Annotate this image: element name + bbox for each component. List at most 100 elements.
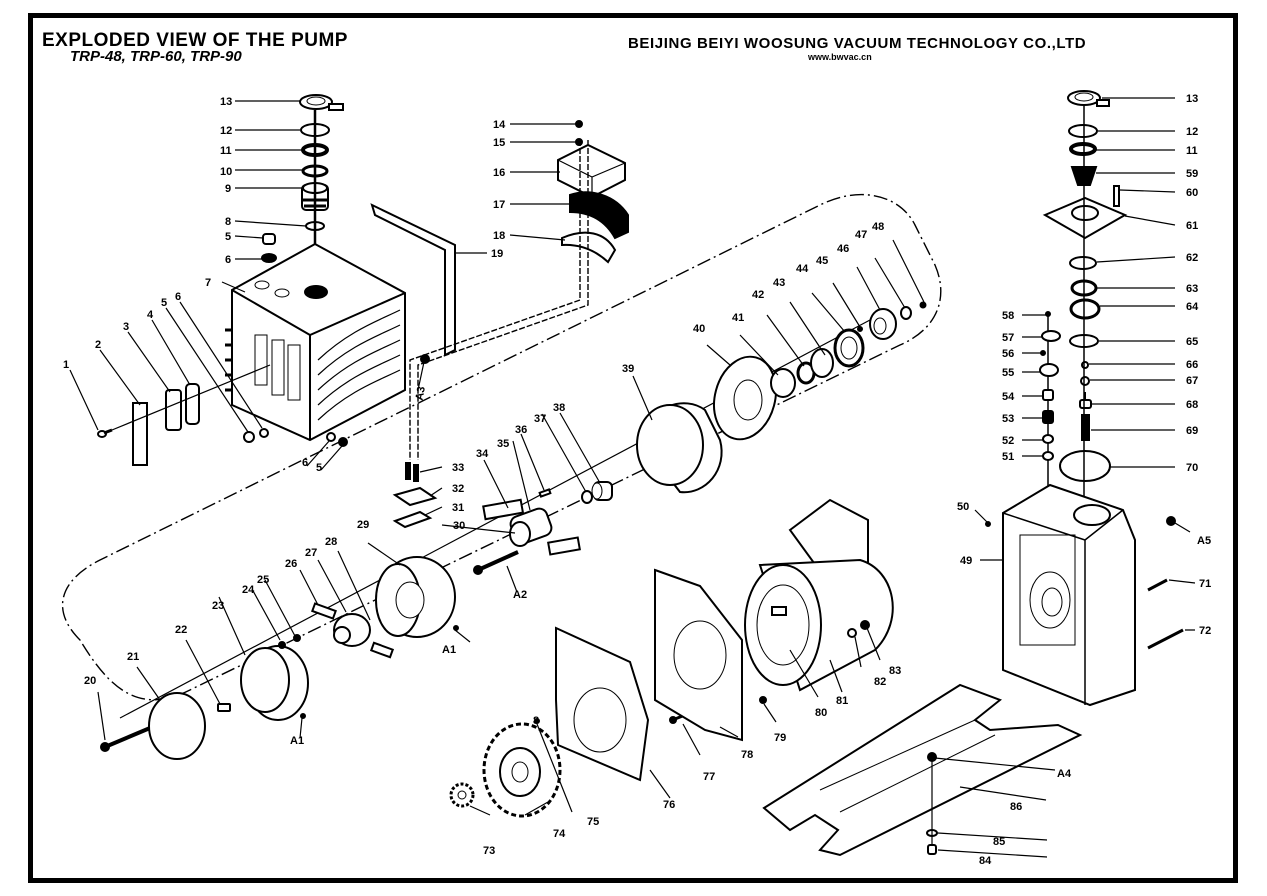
callout-27: 27: [305, 547, 317, 559]
callout-79: 79: [774, 732, 786, 744]
callout-23: 23: [212, 600, 224, 612]
part-motor-80: [744, 498, 894, 692]
callout-a5: A5: [1197, 535, 1211, 547]
part-fan-cover-plate-76: [555, 626, 650, 782]
part-oring-70: [1059, 450, 1111, 482]
part-coupling-46: [869, 308, 897, 340]
callout-12-right: 12: [1186, 126, 1198, 138]
part-screw-a1-right: [453, 625, 459, 631]
part-vane-26: [311, 602, 337, 620]
part-oring-11-right: [1069, 142, 1097, 156]
callout-48: 48: [872, 221, 884, 233]
part-clamp-13: [299, 94, 344, 111]
callout-29: 29: [357, 519, 369, 531]
part-seal-44: [833, 328, 865, 368]
callout-26: 26: [285, 558, 297, 570]
part-bolt-a2: [473, 550, 519, 575]
part-screw-50: [985, 521, 991, 527]
callout-13-right: 13: [1186, 93, 1198, 105]
callout-a3: A3: [414, 386, 428, 402]
callout-78: 78: [741, 749, 753, 761]
callout-a4: A4: [1057, 768, 1072, 780]
part-plug-5-low: [338, 437, 348, 447]
callout-68: 68: [1186, 399, 1198, 411]
callout-61: 61: [1186, 220, 1198, 232]
part-grip-17: [569, 191, 629, 240]
callout-59: 59: [1186, 168, 1198, 180]
part-gasket-4: [185, 383, 200, 425]
part-vane-28: [369, 641, 395, 659]
part-pin-24: [278, 641, 286, 649]
part-pump-housing-7: [225, 242, 406, 442]
part-nut-83: [860, 620, 870, 630]
part-plug-a5: [1166, 516, 1176, 526]
part-cover-21: [148, 692, 206, 760]
callout-7: 7: [205, 277, 211, 289]
part-washer-6-top: [261, 253, 277, 263]
part-oring-37: [581, 490, 593, 504]
part-pin-25: [293, 634, 301, 642]
callout-57: 57: [1002, 332, 1014, 344]
callout-62: 62: [1186, 252, 1198, 264]
part-washer-82: [847, 628, 857, 638]
callout-83: 83: [889, 665, 901, 677]
part-end-plate-40: [713, 355, 777, 441]
callout-37: 37: [534, 413, 546, 425]
part-frame-2: [132, 402, 148, 466]
part-pin-36: [538, 488, 552, 498]
part-stator-39: [636, 402, 723, 494]
callout-77: 77: [703, 771, 715, 783]
part-washer-52: [1042, 434, 1054, 444]
callout-12: 12: [220, 125, 232, 137]
part-screw-1: [97, 428, 113, 438]
part-bolt-84: [927, 844, 937, 855]
part-washer-47: [900, 306, 912, 320]
callout-9: 9: [225, 183, 231, 195]
part-washer-15: [575, 138, 583, 146]
callout-21: 21: [127, 651, 139, 663]
callout-80: 80: [815, 707, 827, 719]
callout-58: 58: [1002, 310, 1014, 322]
callout-18: 18: [493, 230, 505, 242]
callout-85: 85: [993, 836, 1005, 848]
callout-14: 14: [493, 119, 506, 131]
part-stator-29: [375, 556, 456, 638]
part-oring-51: [1042, 451, 1054, 461]
callout-81: 81: [836, 695, 848, 707]
callout-52: 52: [1002, 435, 1014, 447]
callout-75: 75: [587, 816, 599, 828]
callout-74: 74: [553, 828, 566, 840]
part-plate-31: [392, 510, 433, 529]
callout-a1-left: A1: [290, 735, 304, 747]
callout-42: 42: [752, 289, 764, 301]
callout-44: 44: [796, 263, 809, 275]
part-bolt-71: [1147, 578, 1168, 592]
callout-36: 36: [515, 424, 527, 436]
callout-5-low: 5: [316, 462, 322, 474]
callout-51: 51: [1002, 451, 1014, 463]
callout-5-side: 5: [161, 297, 167, 309]
callout-73: 73: [483, 845, 495, 857]
callout-66: 66: [1186, 359, 1198, 371]
part-valve-68: [1079, 392, 1092, 409]
part-oring-41: [770, 368, 796, 398]
part-circlip-62: [1069, 256, 1097, 270]
callout-60: 60: [1186, 187, 1198, 199]
callout-84: 84: [979, 855, 992, 867]
callout-50: 50: [957, 501, 969, 513]
callout-35: 35: [497, 438, 509, 450]
callout-38: 38: [553, 402, 565, 414]
part-glass-3: [165, 389, 182, 431]
part-key-22: [217, 703, 231, 712]
callout-70: 70: [1186, 462, 1198, 474]
part-cap-57: [1041, 330, 1061, 342]
part-screw-48: [919, 301, 927, 309]
part-nut-67: [1080, 376, 1090, 386]
part-exhaust-flange-61: [1042, 196, 1128, 240]
part-screw-75: [534, 718, 540, 724]
callout-labels: 13 12 11 10 9 8 5 6 7 14 15 16 17 18 19 …: [63, 93, 1211, 867]
part-bolt-20: [100, 726, 151, 752]
part-plug-5-side: [243, 431, 255, 443]
part-vane-34: [482, 498, 525, 521]
callout-22: 22: [175, 624, 187, 636]
